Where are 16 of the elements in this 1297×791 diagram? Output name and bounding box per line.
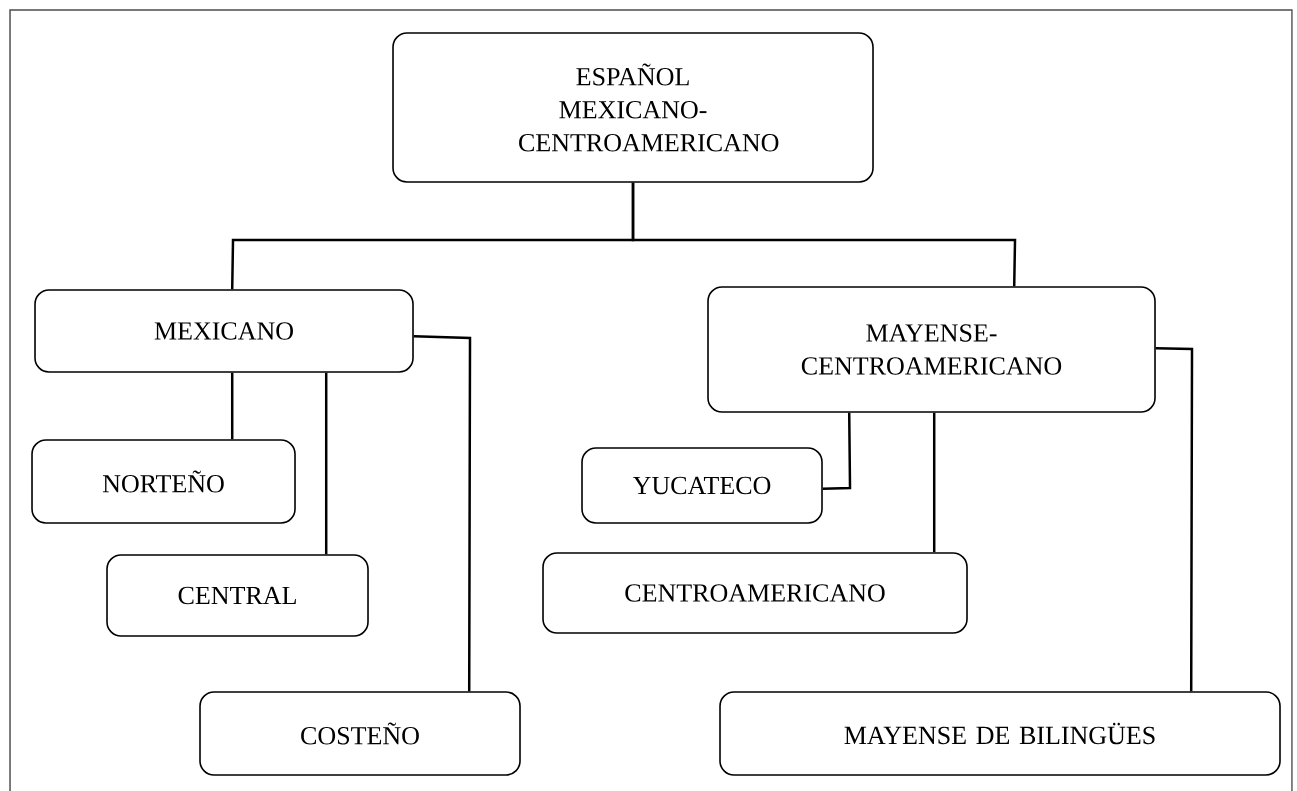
category-box: MEXICANO bbox=[34, 289, 414, 373]
category-box: COSTEÑO bbox=[199, 691, 521, 776]
category-box: YUCATECO bbox=[581, 447, 823, 524]
category-box: CENTRAL bbox=[106, 554, 369, 637]
connector-line bbox=[1155, 346, 1194, 692]
connector-line bbox=[932, 412, 936, 553]
connector-line bbox=[324, 372, 328, 555]
category-box: MAYENSE DE BILINGÜES bbox=[719, 691, 1281, 776]
category-box: MAYENSE-CENTROAMERICANO bbox=[707, 286, 1156, 413]
category-box: ESPAÑOL MEXICANO-CENTROAMERICANO bbox=[392, 32, 874, 183]
category-box: NORTEÑO bbox=[31, 439, 296, 524]
connector-line bbox=[413, 334, 472, 692]
connector-line bbox=[230, 372, 234, 440]
connector-line bbox=[631, 182, 1017, 287]
category-box: CENTROAMERICANO bbox=[542, 552, 968, 634]
connector-line bbox=[822, 412, 852, 491]
